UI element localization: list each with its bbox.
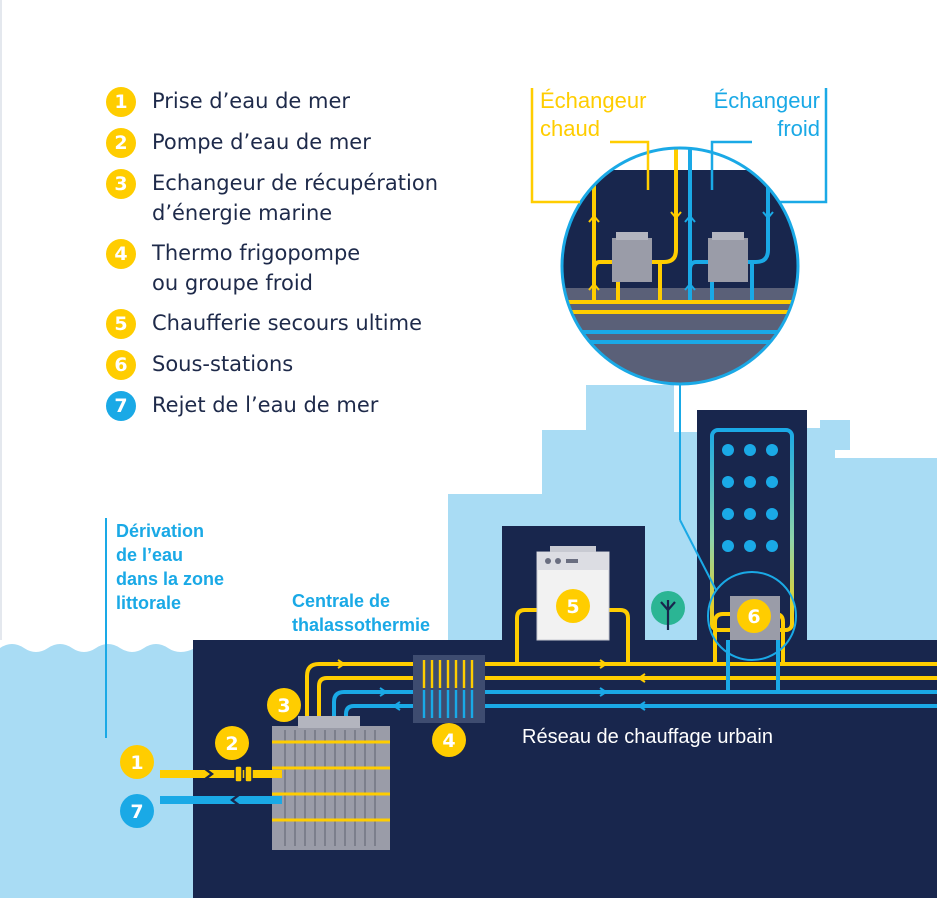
- legend-text-3: Echangeur de récupération d’énergie mari…: [152, 171, 439, 225]
- legend-item-2: 2 Pompe d’eau de mer: [106, 127, 486, 158]
- marker-6: 6: [737, 599, 771, 633]
- legend-number-6: 6: [106, 350, 136, 380]
- marker-7: 7: [120, 794, 154, 828]
- cold-exchanger-label-1: Échangeur: [714, 88, 820, 113]
- zoom-connector: [679, 384, 797, 661]
- derivation-label-3: dans la zone: [116, 569, 224, 589]
- hot-exchanger-bracket: [530, 88, 650, 204]
- marker-4: 4: [432, 723, 466, 757]
- legend-text-2: Pompe d’eau de mer: [152, 130, 371, 154]
- legend-item-6: 6 Sous-stations: [106, 349, 486, 380]
- marker-5-label: 5: [566, 596, 579, 618]
- cold-exchanger-bracket: [710, 88, 828, 204]
- building-radiators: [712, 462, 792, 562]
- marker-2-label: 2: [225, 733, 238, 755]
- reject-arrow: [230, 793, 241, 807]
- derivation-label-4: littorale: [116, 593, 181, 613]
- sea-water: [0, 644, 195, 898]
- plant-label-2: thalassothermie: [292, 615, 430, 635]
- legend: 1 Prise d’eau de mer 2 Pompe d’eau de me…: [106, 86, 486, 431]
- marker-4-label: 4: [442, 730, 455, 752]
- heat-pump-unit: [413, 655, 485, 723]
- marker-5: 5: [556, 589, 590, 623]
- marker-1-label: 1: [130, 752, 143, 774]
- legend-number-4: 4: [106, 239, 136, 269]
- building-windows: [722, 444, 778, 552]
- intake-arrow: [203, 767, 214, 781]
- cold-network-pipes: [332, 640, 937, 730]
- marine-exchanger-unit: [272, 716, 390, 850]
- legend-number-1: 1: [106, 87, 136, 117]
- legend-item-7: 7 Rejet de l’eau de mer: [106, 390, 486, 421]
- legend-text-7: Rejet de l’eau de mer: [152, 393, 379, 417]
- flow-arrows: [337, 659, 646, 711]
- hot-exchanger-label-2: chaud: [540, 116, 600, 141]
- hot-network-pipes: [305, 608, 937, 730]
- derivation-label-1: Dérivation: [116, 521, 204, 541]
- marker-1: 1: [120, 745, 154, 779]
- hot-exchanger-label-1: Échangeur: [540, 88, 646, 113]
- seawater-pump: [234, 765, 253, 783]
- zoom-view: [560, 146, 800, 386]
- derivation-label-2: de l’eau: [116, 545, 183, 565]
- legend-item-4: 4 Thermo frigopompe ou groupe froid: [106, 238, 486, 298]
- legend-number-7: 7: [106, 391, 136, 421]
- legend-text-1: Prise d’eau de mer: [152, 89, 351, 113]
- legend-number-3: 3: [106, 169, 136, 199]
- marker-6-label: 6: [747, 606, 760, 628]
- legend-item-5: 5 Chaufferie secours ultime: [106, 308, 486, 339]
- legend-item-1: 1 Prise d’eau de mer: [106, 86, 486, 117]
- legend-item-3: 3 Echangeur de récupération d’énergie ma…: [106, 168, 486, 228]
- legend-number-2: 2: [106, 128, 136, 158]
- seawater-pipes: [160, 770, 282, 804]
- plant-label-1: Centrale de: [292, 591, 390, 611]
- legend-text-5: Chaufferie secours ultime: [152, 311, 423, 335]
- legend-number-5: 5: [106, 309, 136, 339]
- cold-exchanger-label-2: froid: [777, 116, 820, 141]
- legend-text-6: Sous-stations: [152, 352, 294, 376]
- tree-icon: [651, 591, 685, 630]
- network-label: Réseau de chauffage urbain: [522, 726, 773, 748]
- legend-text-4: Thermo frigopompe ou groupe froid: [152, 241, 361, 295]
- marker-2: 2: [215, 726, 249, 760]
- marker-3-label: 3: [277, 695, 290, 717]
- marker-3: 3: [267, 688, 301, 722]
- marker-7-label: 7: [130, 801, 143, 823]
